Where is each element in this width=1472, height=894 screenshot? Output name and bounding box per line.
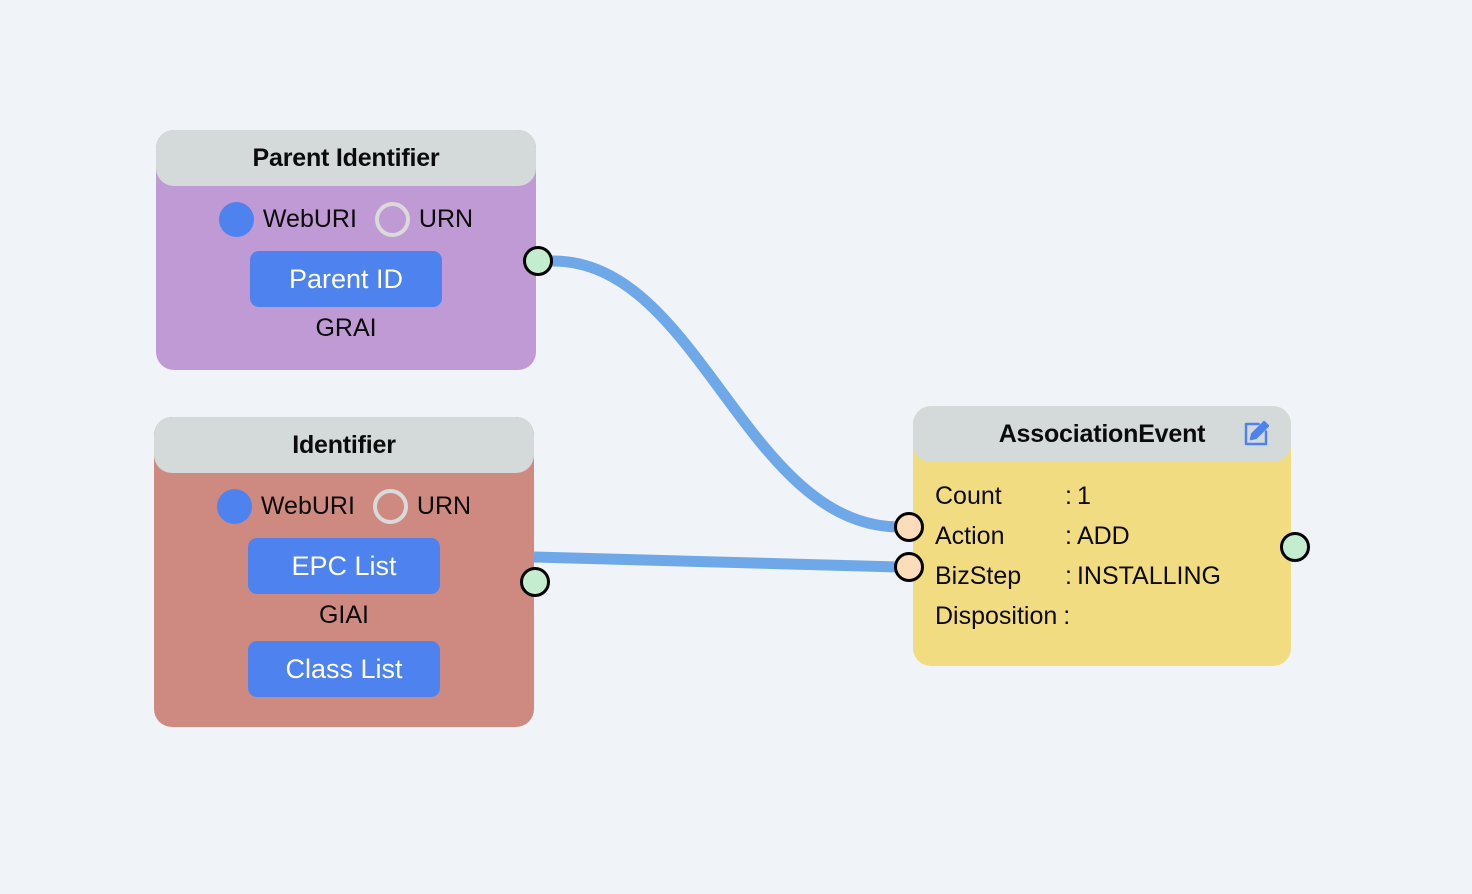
- port-parent-identifier-output[interactable]: [523, 246, 553, 276]
- property-value-bizstep: INSTALLING: [1076, 562, 1221, 590]
- node-association-event-body: Count : 1 Action : ADD BizStep : INSTALL…: [913, 462, 1291, 642]
- parent-identifier-radio-group[interactable]: WebURI URN: [156, 186, 536, 237]
- button-parent-id[interactable]: Parent ID: [250, 251, 442, 307]
- property-key-bizstep: BizStep: [935, 562, 1022, 590]
- property-separator-count: :: [1065, 482, 1072, 510]
- identifier-radio-group[interactable]: WebURI URN: [154, 473, 534, 524]
- port-association-event-input-child[interactable]: [894, 552, 924, 582]
- parent-identifier-sub-label: GRAI: [315, 314, 377, 342]
- radio-weburi-identifier[interactable]: [216, 489, 252, 524]
- property-row-bizstep: BizStep : INSTALLING: [935, 562, 1291, 602]
- node-association-event-title: AssociationEvent: [998, 419, 1206, 448]
- property-key-count: Count: [935, 482, 1002, 510]
- radio-urn-identifier[interactable]: [372, 489, 408, 524]
- property-separator-bizstep: :: [1065, 562, 1072, 590]
- property-row-disposition: Disposition :: [935, 602, 1291, 642]
- node-parent-identifier-title: Parent Identifier: [252, 143, 440, 172]
- property-key-disposition: Disposition: [935, 602, 1058, 630]
- node-parent-identifier-body: WebURI URN Parent ID GRAI: [156, 186, 536, 343]
- identifier-sub-label: GIAI: [318, 601, 369, 629]
- node-association-event-header[interactable]: AssociationEvent: [913, 406, 1291, 462]
- edit-pencil-icon[interactable]: [1241, 419, 1271, 449]
- property-row-action: Action : ADD: [935, 522, 1291, 562]
- port-association-event-output[interactable]: [1280, 532, 1310, 562]
- property-separator-action: :: [1065, 522, 1072, 550]
- property-key-action: Action: [935, 522, 1005, 550]
- radio-label-urn-parent: URN: [418, 205, 474, 233]
- radio-weburi-parent[interactable]: [218, 202, 254, 237]
- property-value-action: ADD: [1076, 522, 1130, 550]
- radio-label-urn-identifier: URN: [416, 492, 472, 520]
- radio-label-weburi-parent: WebURI: [262, 205, 357, 233]
- node-identifier-title: Identifier: [292, 430, 396, 459]
- radio-urn-parent[interactable]: [374, 202, 410, 237]
- node-association-event[interactable]: AssociationEvent Count : 1 Action :: [894, 406, 1310, 666]
- port-identifier-output[interactable]: [520, 567, 550, 597]
- node-parent-identifier[interactable]: Parent Identifier WebURI URN Parent ID G…: [156, 130, 553, 370]
- port-association-event-input-parent[interactable]: [894, 512, 924, 542]
- node-identifier[interactable]: Identifier WebURI URN EPC List GIAI Clas…: [154, 417, 550, 727]
- property-separator-disposition: :: [1063, 602, 1071, 630]
- edge-identifier-to-event[interactable]: [533, 551, 901, 573]
- edge-parent-identifier-to-event[interactable]: [547, 255, 906, 533]
- button-epc-list[interactable]: EPC List: [248, 538, 440, 594]
- node-identifier-header[interactable]: Identifier: [154, 417, 534, 473]
- node-identifier-body: WebURI URN EPC List GIAI Class List: [154, 473, 534, 697]
- node-parent-identifier-header[interactable]: Parent Identifier: [156, 130, 536, 186]
- property-value-count: 1: [1076, 482, 1091, 510]
- button-class-list[interactable]: Class List: [248, 641, 440, 697]
- property-row-count: Count : 1: [935, 482, 1291, 522]
- radio-label-weburi-identifier: WebURI: [260, 492, 355, 520]
